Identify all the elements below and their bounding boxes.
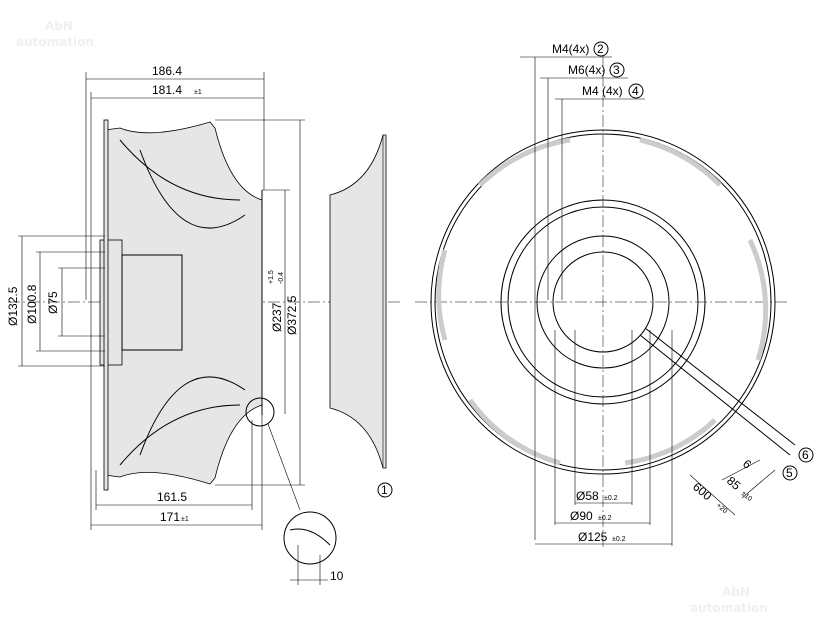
svg-text:±1: ±1 <box>181 516 189 523</box>
dim-d125: Ø125 <box>578 530 608 544</box>
callout-2: M4(4x) 2 <box>552 41 609 57</box>
dim-d372: Ø372.5 <box>285 295 299 335</box>
callout-4: M4 (4x) 4 <box>582 83 644 99</box>
svg-text:+20: +20 <box>715 502 729 515</box>
svg-text:-0.4: -0.4 <box>278 272 285 284</box>
svg-text:automation: automation <box>690 601 768 615</box>
callout-6: 6 <box>802 448 809 462</box>
cable-dim-600: 600 <box>690 480 715 504</box>
dim-length: 181.4 <box>152 83 182 97</box>
svg-text:AbN: AbN <box>722 585 750 599</box>
svg-text:AbN: AbN <box>45 19 73 33</box>
svg-text:±10: ±10 <box>740 490 753 503</box>
svg-text:M6(4x): M6(4x) <box>568 63 605 77</box>
svg-text:±0.2: ±0.2 <box>598 515 612 522</box>
watermark-bottom: AbN automation <box>690 585 768 615</box>
dim-bottom-161: 161.5 <box>157 490 187 504</box>
callout-1: 1 <box>381 483 388 497</box>
callout-3: M6(4x) 3 <box>568 62 625 78</box>
cable-dim-85: 85 <box>724 474 743 494</box>
dim-bottom-171: 171 <box>160 510 180 524</box>
svg-text:±0.2: ±0.2 <box>604 495 618 502</box>
svg-text:3: 3 <box>613 63 620 77</box>
dim-d100: Ø100.8 <box>25 284 39 324</box>
detail-dim-10: 10 <box>330 569 344 583</box>
callout-5: 5 <box>786 466 793 480</box>
front-view: M4(4x) 2 M6(4x) 3 M4 (4x) 4 Ø58 ±0.2 Ø90… <box>415 41 814 550</box>
dim-d132: Ø132.5 <box>6 286 20 326</box>
svg-text:M4(4x): M4(4x) <box>552 42 589 56</box>
dim-d58: Ø58 <box>576 489 599 503</box>
svg-text:automation: automation <box>16 35 94 49</box>
svg-text:2: 2 <box>597 42 604 56</box>
dim-d90: Ø90 <box>570 509 593 523</box>
dim-d237: Ø237 <box>270 302 284 332</box>
dim-d75: Ø75 <box>46 291 60 314</box>
side-view: 186.4 181.4 ±1 Ø132.5 Ø100.8 Ø75 Ø237 +1… <box>6 64 400 585</box>
watermark-top: AbN automation <box>16 19 94 49</box>
svg-text:+1.5: +1.5 <box>268 270 275 284</box>
dim-overall-length: 186.4 <box>152 64 182 78</box>
svg-text:M4 (4x): M4 (4x) <box>582 84 623 98</box>
svg-text:±0.2: ±0.2 <box>612 536 626 543</box>
svg-text:4: 4 <box>632 84 639 98</box>
svg-text:±1: ±1 <box>194 89 202 96</box>
